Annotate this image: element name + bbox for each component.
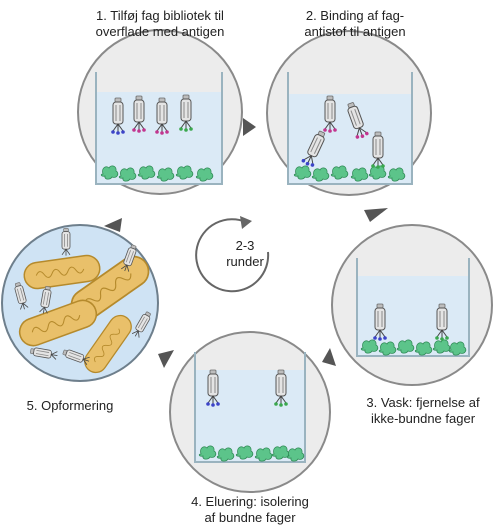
cycle-indicator: 2-3 runder — [195, 216, 270, 293]
step1-label: 1. Tilføj fag bibliotek til overflade me… — [60, 8, 260, 40]
step2-label-line1: 2. Binding af fag- — [305, 8, 405, 23]
step4-label: 4. Eluering: isolering af bundne fager — [150, 494, 350, 526]
arrow-5-to-1 — [104, 218, 122, 232]
step4-label-line1: 4. Eluering: isolering — [191, 494, 309, 509]
cycle-label-line2: runder — [226, 254, 264, 269]
step4-circle — [169, 331, 331, 493]
eluted-phages — [206, 369, 288, 407]
step5-label: 5. Opformering — [0, 398, 140, 414]
arrow-1-to-2 — [243, 118, 256, 136]
step2-label-line2: antistof til antigen — [304, 24, 406, 39]
step3-label: 3. Vask: fjernelse af ikke-bundne fager — [348, 395, 498, 427]
step1-label-line1: 1. Tilføj fag bibliotek til — [96, 8, 224, 23]
flow-arrows — [104, 118, 388, 368]
phage-library — [111, 94, 193, 135]
step3-label-line2: ikke-bundne fager — [370, 411, 476, 426]
arrow-4-to-5 — [158, 350, 174, 368]
step5-label-line1: 5. Opformering — [26, 398, 114, 413]
bound-phages — [373, 303, 449, 341]
cycle-label-line1: 2-3 — [236, 238, 255, 253]
arrow-3-to-4 — [322, 348, 336, 366]
step2-label: 2. Binding af fag- antistof til antigen — [265, 8, 445, 40]
binding-phages — [301, 95, 385, 169]
step3-circle — [331, 224, 493, 386]
step2-circle — [266, 30, 432, 196]
step4-label-line2: af bundne fager — [204, 510, 296, 525]
step1-label-line2: overflade med antigen — [95, 24, 225, 39]
step1-circle — [77, 29, 243, 195]
step5-circle — [1, 224, 159, 382]
step3-label-line1: 3. Vask: fjernelse af — [366, 395, 480, 410]
cycle-arrow-icon — [195, 218, 270, 293]
arrow-2-to-3 — [364, 208, 388, 222]
